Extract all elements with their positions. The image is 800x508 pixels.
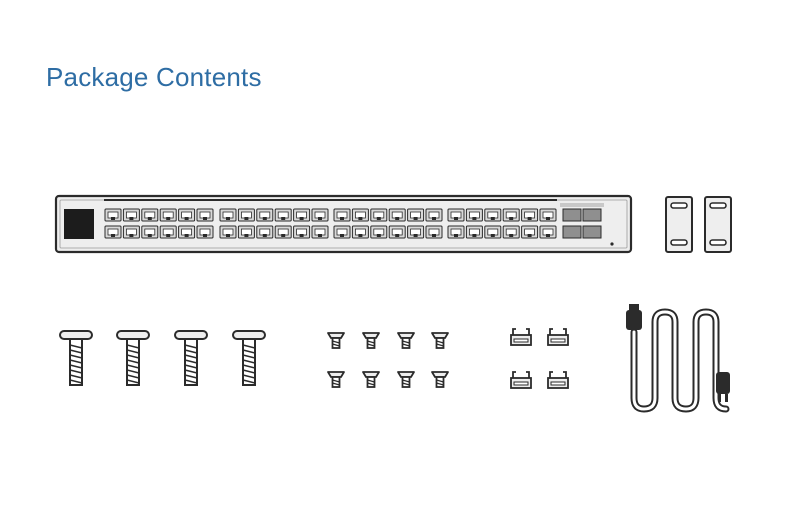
rj45-port: [333, 225, 351, 239]
rj45-port: [237, 208, 255, 222]
rj45-port: [178, 208, 196, 222]
rj45-port: [447, 225, 465, 239]
rj45-port: [425, 225, 443, 239]
rj45-port: [521, 225, 539, 239]
rj45-port: [219, 208, 237, 222]
rj45-port: [122, 225, 140, 239]
rj45-port: [159, 225, 177, 239]
rack-mount-bracket-icon: [665, 196, 732, 253]
rj45-port: [388, 208, 406, 222]
rj45-port: [407, 208, 425, 222]
rj45-port: [502, 208, 520, 222]
rj45-port: [159, 208, 177, 222]
network-switch-icon: [54, 194, 633, 254]
rj45-port: [104, 225, 122, 239]
rj45-port: [333, 208, 351, 222]
rj45-port: [178, 225, 196, 239]
rj45-port: [122, 208, 140, 222]
rj45-port: [465, 225, 483, 239]
rj45-port: [351, 208, 369, 222]
rj45-port: [196, 225, 214, 239]
rj45-port: [293, 225, 311, 239]
rj45-port: [104, 208, 122, 222]
page-title: Package Contents: [46, 62, 262, 92]
rj45-port: [370, 225, 388, 239]
rj45-port: [407, 225, 425, 239]
rj45-port: [256, 208, 274, 222]
rj45-port: [484, 225, 502, 239]
cage-nut-icon: [510, 328, 569, 389]
sfp-ports: [562, 208, 602, 239]
rj45-port: [141, 225, 159, 239]
rj45-port: [351, 225, 369, 239]
rj45-port: [425, 208, 443, 222]
rj45-port: [196, 208, 214, 222]
rj45-port: [293, 208, 311, 222]
rj45-port: [311, 208, 329, 222]
rj45-port: [388, 225, 406, 239]
rj45-port: [370, 208, 388, 222]
rj45-port: [447, 208, 465, 222]
rj45-port: [256, 225, 274, 239]
rj45-port: [219, 225, 237, 239]
power-cord-icon: [626, 304, 730, 413]
rj45-port: [274, 208, 292, 222]
rack-screw-icon: [59, 330, 266, 386]
rj45-port: [502, 225, 520, 239]
rj45-port: [237, 225, 255, 239]
rj45-port: [311, 225, 329, 239]
rj45-port: [539, 208, 557, 222]
rj45-port: [539, 225, 557, 239]
rj45-port: [521, 208, 539, 222]
rj45-port: [274, 225, 292, 239]
rj45-port: [484, 208, 502, 222]
rj45-port: [141, 208, 159, 222]
rj45-port: [465, 208, 483, 222]
bracket-screw-icon: [327, 332, 449, 388]
